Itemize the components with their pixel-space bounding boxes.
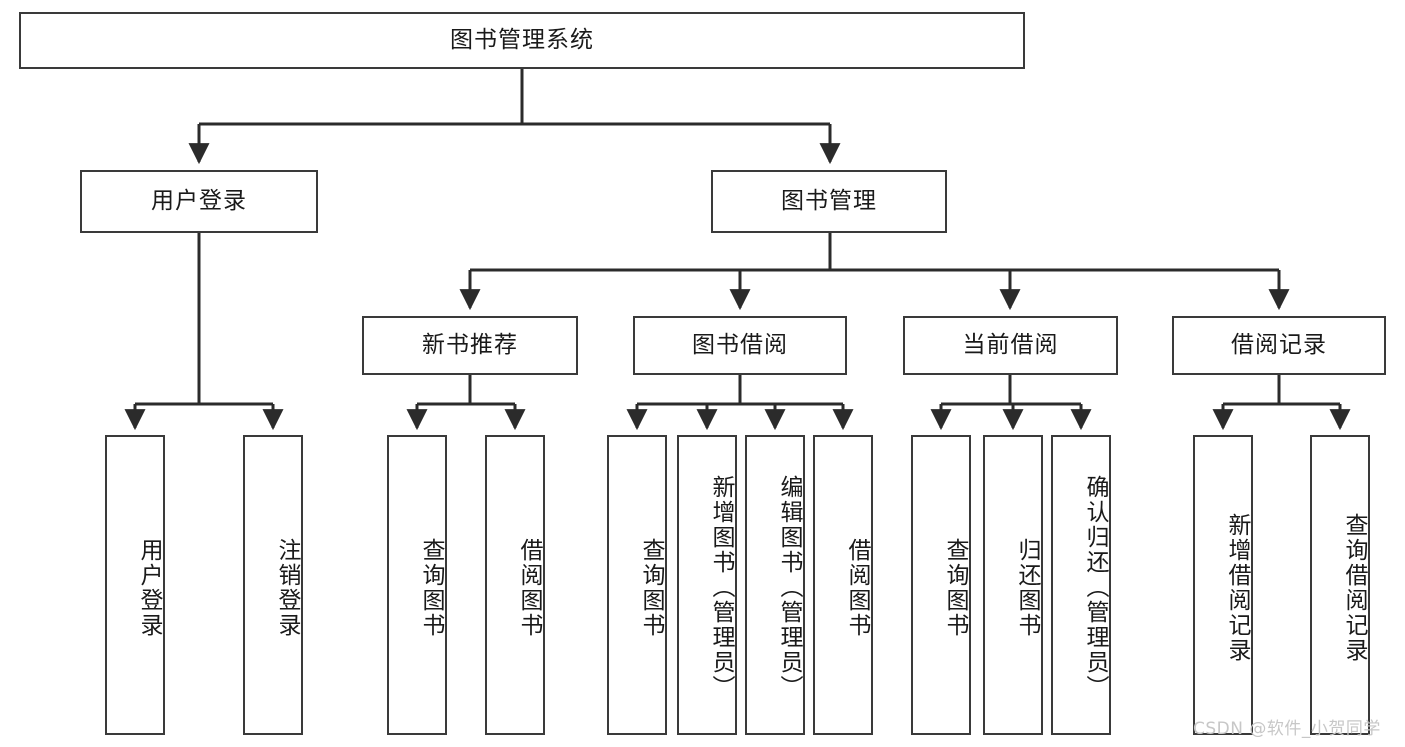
leaf-user-logout[interactable]: 注销登录 <box>243 435 303 735</box>
leaf-add-record[interactable]: 新增借阅记录 <box>1193 435 1253 735</box>
leaf-borrow-book-rec[interactable]: 借阅图书 <box>485 435 545 735</box>
node-book-manage[interactable]: 图书管理 <box>711 170 947 233</box>
node-root[interactable]: 图书管理系统 <box>19 12 1025 69</box>
csdn-watermark: CSDN @软件_小贺同学 <box>1193 719 1381 739</box>
node-user-login[interactable]: 用户登录 <box>80 170 318 233</box>
node-borrow-record[interactable]: 借阅记录 <box>1172 316 1386 375</box>
node-new-book-recommend[interactable]: 新书推荐 <box>362 316 578 375</box>
leaf-query-book-borrow[interactable]: 查询图书 <box>607 435 667 735</box>
leaf-query-book-cur[interactable]: 查询图书 <box>911 435 971 735</box>
leaf-return-book[interactable]: 归还图书 <box>983 435 1043 735</box>
node-current-borrow[interactable]: 当前借阅 <box>903 316 1118 375</box>
leaf-borrow-book[interactable]: 借阅图书 <box>813 435 873 735</box>
leaf-user-login[interactable]: 用户登录 <box>105 435 165 735</box>
leaf-confirm-return[interactable]: 确认归还（管理员） <box>1051 435 1111 735</box>
leaf-query-record[interactable]: 查询借阅记录 <box>1310 435 1370 735</box>
leaf-edit-book[interactable]: 编辑图书（管理员） <box>745 435 805 735</box>
leaf-query-book-rec[interactable]: 查询图书 <box>387 435 447 735</box>
leaf-add-book[interactable]: 新增图书（管理员） <box>677 435 737 735</box>
node-book-borrow[interactable]: 图书借阅 <box>633 316 847 375</box>
